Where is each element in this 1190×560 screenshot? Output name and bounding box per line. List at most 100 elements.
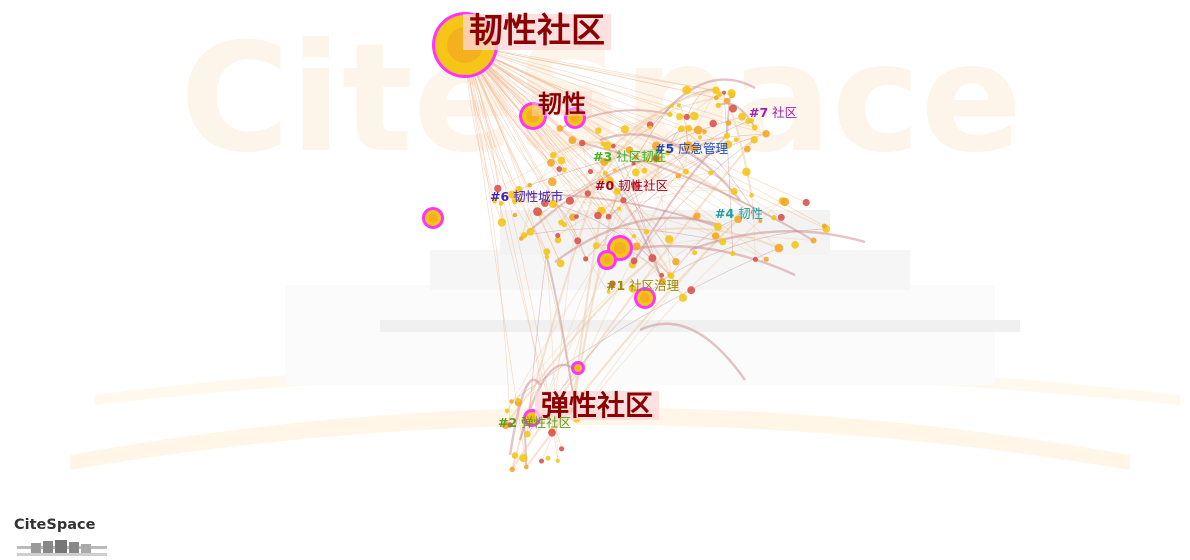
network-edge <box>464 44 767 260</box>
network-edge <box>751 195 756 260</box>
network-node <box>682 168 689 175</box>
network-edge <box>464 44 728 102</box>
network-node <box>515 186 523 194</box>
cluster-name: 韧性社区 <box>618 178 669 193</box>
network-node <box>592 242 600 250</box>
keyword-label-resilience: 韧性 <box>532 91 592 116</box>
network-node <box>628 284 637 293</box>
network-node <box>738 112 746 121</box>
network-edge <box>514 185 735 202</box>
network-node <box>611 143 616 149</box>
network-edge <box>581 141 815 242</box>
network-node <box>524 430 531 438</box>
network-node <box>561 167 567 173</box>
network-node <box>556 166 563 172</box>
network-node <box>771 215 777 221</box>
network-node <box>605 176 615 186</box>
network-node <box>690 111 699 121</box>
network-node <box>607 158 612 163</box>
cluster-number: #0 <box>595 178 615 193</box>
network-node <box>561 221 567 228</box>
network-node <box>683 141 693 151</box>
network-node <box>730 187 738 196</box>
network-node <box>752 256 759 262</box>
network-node <box>603 141 612 150</box>
network-node <box>692 250 698 256</box>
network-hub-core <box>602 255 612 265</box>
network-node <box>556 124 564 132</box>
network-hub-core <box>575 365 581 371</box>
network-node <box>583 256 589 262</box>
network-node <box>579 139 586 147</box>
network-edge <box>571 210 603 411</box>
cluster-number: #4 <box>715 206 735 221</box>
network-node <box>609 280 616 287</box>
network-node <box>675 173 682 179</box>
network-node <box>508 190 517 199</box>
network-edge <box>639 322 746 381</box>
network-node <box>512 212 518 218</box>
network-node <box>659 272 665 278</box>
network-edge <box>544 172 606 204</box>
network-node <box>516 397 521 403</box>
cluster-number: #3 <box>593 149 613 164</box>
cluster-label-1: #1 社区治理 <box>606 278 679 293</box>
network-node <box>559 446 565 452</box>
network-node <box>595 127 602 134</box>
network-edge <box>464 44 607 258</box>
network-edge <box>519 189 624 201</box>
network-node <box>743 145 751 153</box>
network-node <box>725 120 732 126</box>
network-edge <box>646 227 780 249</box>
network-hub-core <box>526 109 540 123</box>
network-node <box>709 119 717 128</box>
network-node <box>494 184 502 193</box>
network-node <box>600 157 609 166</box>
network-node <box>734 215 743 224</box>
network-node <box>550 151 557 159</box>
network-node <box>584 190 591 197</box>
network-node <box>526 227 535 236</box>
network-node <box>652 155 660 162</box>
network-node <box>633 154 639 160</box>
network-node <box>749 193 754 198</box>
network-node <box>751 124 758 131</box>
network-node <box>748 118 755 124</box>
network-node <box>631 181 641 191</box>
network-node <box>750 136 758 144</box>
network-edge <box>464 44 511 425</box>
cluster-number: #1 <box>606 278 626 293</box>
network-edge <box>497 92 732 189</box>
network-node <box>631 168 640 177</box>
network-hub-core <box>640 293 650 303</box>
network-node <box>511 452 519 459</box>
network-node <box>690 144 699 153</box>
cluster-label-4: #4 韧性 <box>715 206 763 221</box>
network-node <box>517 197 523 203</box>
network-node <box>631 234 637 239</box>
network-edge <box>464 44 755 128</box>
network-node <box>498 201 504 206</box>
network-edge <box>608 189 735 217</box>
cluster-number: #6 <box>490 189 510 204</box>
network-hub-core <box>428 213 438 223</box>
network-node <box>648 125 653 130</box>
network-node <box>821 223 827 229</box>
network-edge <box>546 256 559 461</box>
network-edge <box>585 139 737 260</box>
network-node <box>548 428 556 437</box>
network-node <box>594 211 602 220</box>
network-node <box>524 464 529 470</box>
network-node <box>723 132 731 139</box>
network-node <box>791 241 799 249</box>
cluster-number: #7 <box>749 105 769 120</box>
network-node <box>547 158 555 167</box>
network-node <box>758 219 763 224</box>
network-node <box>742 167 751 177</box>
network-node <box>702 129 707 134</box>
network-edge <box>633 139 755 261</box>
cluster-name: 社区 <box>772 105 798 120</box>
network-node <box>617 206 622 211</box>
network-node <box>509 466 515 472</box>
network-node <box>632 242 641 251</box>
